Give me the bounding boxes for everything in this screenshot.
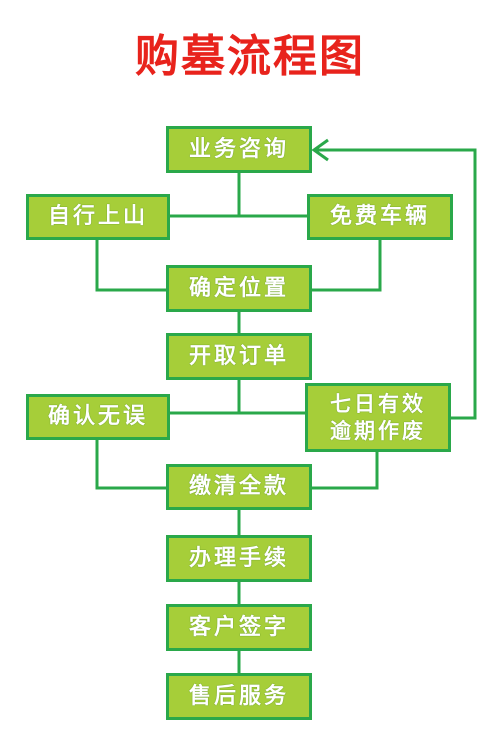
connector-self-visit-location [95, 240, 168, 292]
node-confirm-location: 确定位置 [166, 265, 312, 312]
node-after-sales: 售后服务 [166, 673, 312, 720]
node-procedures: 办理手续 [166, 535, 312, 582]
node-self-visit: 自行上山 [26, 194, 170, 240]
node-free-car: 免费车辆 [307, 194, 453, 240]
arrowhead-icon [311, 138, 329, 162]
connector-confirm-pay [95, 438, 168, 490]
node-confirm-correct: 确认无误 [26, 394, 170, 440]
node-valid-period: 七日有效 逾期作废 [305, 383, 451, 452]
node-pay-full: 缴清全款 [166, 464, 312, 510]
connector-valid-loop [316, 148, 477, 420]
connector-free-car-location [310, 240, 382, 292]
node-sign: 客户签字 [166, 604, 312, 651]
connector-valid-pay [312, 452, 379, 490]
node-valid-line1: 七日有效 [330, 391, 426, 417]
node-consult: 业务咨询 [166, 126, 312, 173]
node-order: 开取订单 [166, 333, 312, 380]
node-valid-line2: 逾期作废 [330, 417, 426, 443]
page-title: 购墓流程图 [135, 31, 365, 82]
